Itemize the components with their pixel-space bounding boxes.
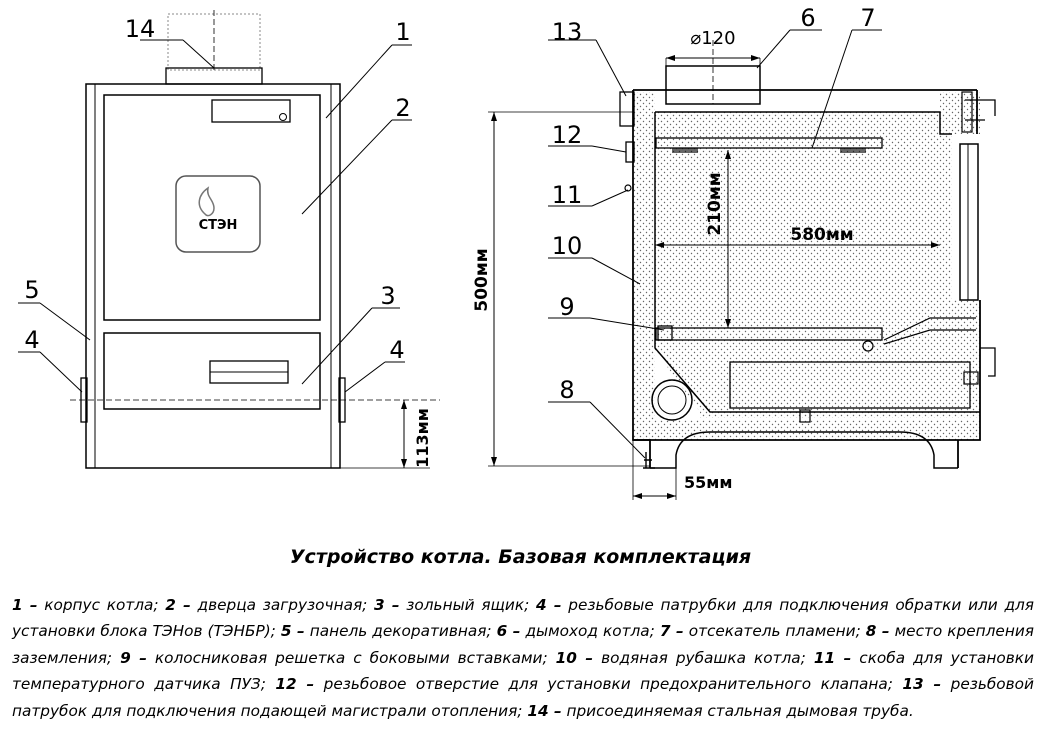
dim-leg-height: 113мм xyxy=(413,408,432,468)
dim-inner-depth: 580мм xyxy=(790,225,853,245)
ash-box xyxy=(103,332,321,410)
legend-item: 1 – корпус котла; xyxy=(12,596,165,614)
legend-item-text: резьбовое отверстие для установки предох… xyxy=(314,675,903,694)
legend-item: 10 – водяная рубашка котла; xyxy=(556,649,814,667)
legend-item-text: водяная рубашка котла; xyxy=(593,648,814,667)
legend-item-number: 1 – xyxy=(12,596,38,614)
supply-nozzle xyxy=(619,91,635,127)
legend-item: 12 – резьбовое отверстие для установки п… xyxy=(275,675,902,693)
legend-item-number: 4 – xyxy=(536,596,562,614)
legend-item-number: 9 – xyxy=(120,648,147,667)
legend-item-text: отсекатель пламени; xyxy=(683,622,866,641)
section-view: ⌀120 500мм 210мм xyxy=(472,4,996,500)
legend-item-text: панель декоративная; xyxy=(304,622,497,641)
door-handle xyxy=(211,99,291,123)
water-jacket xyxy=(633,92,980,418)
callout-5: 5 xyxy=(24,276,39,304)
legend-item: 14 – присоединяемая стальная дымовая тру… xyxy=(527,702,913,720)
ash-box-section xyxy=(729,361,971,409)
legend-item-text: резьбовые патрубки для подключения обрат… xyxy=(12,596,1035,641)
dim-flue-diameter: ⌀120 xyxy=(690,28,735,49)
legend-item-number: 14 – xyxy=(527,701,562,720)
callout-10: 10 xyxy=(552,232,583,260)
legend-item: 7 – отсекатель пламени; xyxy=(660,622,866,640)
callout-1: 1 xyxy=(395,18,410,46)
legend-item-text: присоединяемая стальная дымовая труба. xyxy=(561,701,914,720)
legend-item: 3 – зольный ящик; xyxy=(374,596,536,614)
door-section xyxy=(959,143,979,301)
base-legs xyxy=(650,431,958,469)
legend-item-number: 7 – xyxy=(659,622,684,641)
loading-door xyxy=(103,94,321,321)
front-view: СТЭН 113мм 14 1 2 3 5 4 4 xyxy=(18,10,440,469)
legend-item-number: 12 – xyxy=(275,675,315,694)
callout-8: 8 xyxy=(559,376,574,404)
firebox xyxy=(654,111,980,413)
legend-item: 5 – панель декоративная; xyxy=(281,622,497,640)
legend-item: 6 – дымоход котла; xyxy=(497,622,660,640)
legend-item: 4 – резьбовые патрубки для подключения о… xyxy=(12,596,1034,640)
legend-item-text: место крепления заземления; xyxy=(12,622,1034,667)
legend-item: 11 – скоба для установки температурного … xyxy=(12,649,1034,693)
legend-item: 2 – дверца загрузочная; xyxy=(165,596,374,614)
legend-item-number: 10 – xyxy=(555,648,594,667)
callout-14: 14 xyxy=(125,15,156,43)
legend-item-number: 3 – xyxy=(374,596,400,614)
dim-offset: 55мм xyxy=(684,473,732,492)
callout-4-right: 4 xyxy=(389,336,404,364)
legend-item: 13 – резьбовой патрубок для подключения … xyxy=(12,675,1034,719)
callout-9: 9 xyxy=(559,293,574,321)
figure-caption: Устройство котла. Базовая комплектация xyxy=(289,546,752,568)
legend-item-text: резьбовой патрубок для подключения подаю… xyxy=(12,675,1034,720)
legend-item-number: 13 – xyxy=(902,675,942,694)
legend-item-text: колосниковая решетка с боковыми вставкам… xyxy=(146,648,556,667)
legend-item-text: корпус котла; xyxy=(37,596,166,614)
legend-text: 1 – корпус котла; 2 – дверца загрузочная… xyxy=(12,592,1034,724)
callout-7: 7 xyxy=(860,4,875,32)
flame-deflector xyxy=(655,137,883,149)
boiler-technical-drawing: СТЭН 113мм 14 1 2 3 5 4 4 xyxy=(18,4,996,500)
legend-item-number: 5 – xyxy=(280,622,305,641)
callout-3: 3 xyxy=(380,282,395,310)
logo-text: СТЭН xyxy=(199,218,238,233)
boiler-body-front xyxy=(85,83,341,469)
legend-item-text: зольный ящик; xyxy=(399,596,536,614)
logo-badge xyxy=(175,175,261,253)
legend-item-text: дымоход котла; xyxy=(520,622,660,641)
legend-item-number: 8 – xyxy=(865,622,890,641)
callout-4-left: 4 xyxy=(24,326,39,354)
flame-logo-icon xyxy=(198,186,215,217)
callout-11: 11 xyxy=(552,181,583,209)
legend-item-number: 2 – xyxy=(165,596,191,614)
grate xyxy=(655,327,883,341)
legend-item-number: 6 – xyxy=(496,622,521,641)
legend-item-text: дверца загрузочная; xyxy=(190,596,375,614)
legend-item-text: скоба для установки температурного датчи… xyxy=(12,648,1034,694)
return-nozzle xyxy=(651,379,693,421)
dim-inner-height: 210мм xyxy=(705,172,725,235)
legend-item: 8 – место крепления заземления; xyxy=(12,622,1034,666)
legend-item: 9 – колосниковая решетка с боковыми вста… xyxy=(120,649,556,667)
callout-2: 2 xyxy=(395,94,410,122)
callout-13: 13 xyxy=(552,18,583,46)
callout-6: 6 xyxy=(800,4,815,32)
legend-item-number: 11 – xyxy=(813,648,852,667)
callout-12: 12 xyxy=(552,121,583,149)
dim-height-total: 500мм xyxy=(472,248,492,311)
